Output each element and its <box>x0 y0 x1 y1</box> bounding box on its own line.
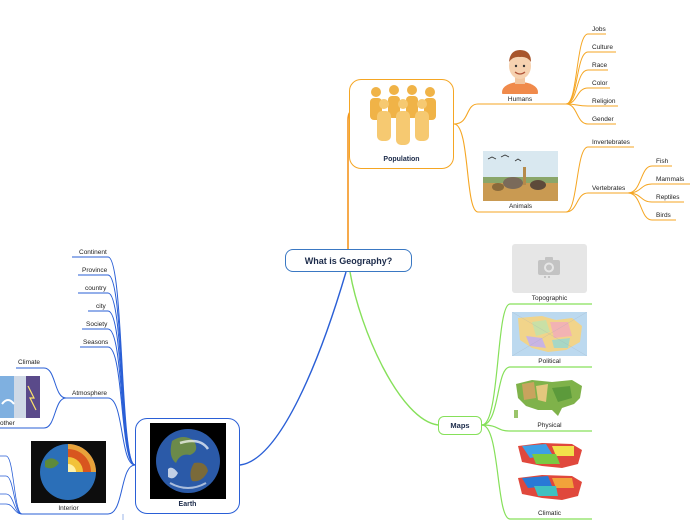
earth-label: Earth <box>178 501 197 508</box>
religion-label: Religion <box>592 98 616 105</box>
topographic-image-placeholder <box>512 244 587 293</box>
climatic-map-image <box>512 440 587 506</box>
vertebrates-label: Vertebrates <box>592 185 626 192</box>
camera-icon <box>538 257 560 275</box>
reptiles-label: Reptiles <box>656 194 680 201</box>
root-topic-label: What is Geography? <box>304 255 393 266</box>
physical-map-image <box>512 374 587 420</box>
mammals-label: Mammals <box>656 176 685 183</box>
maps-label: Maps <box>450 421 470 430</box>
political-map-image <box>512 312 587 356</box>
population-node[interactable]: Population <box>349 79 454 169</box>
invertebrates-label: Invertebrates <box>592 139 630 146</box>
root-topic[interactable]: What is Geography? <box>285 249 412 272</box>
society-label: Society <box>86 321 108 328</box>
interior-label: Interior <box>58 505 79 512</box>
earth-interior-image <box>31 441 106 503</box>
boy-portrait-icon <box>502 50 538 94</box>
race-label: Race <box>592 62 608 69</box>
animals-label: Animals <box>508 203 533 210</box>
earth-node[interactable]: Earth <box>135 418 240 514</box>
city-label: city <box>96 303 106 310</box>
weather-image <box>0 376 40 418</box>
culture-label: Culture <box>592 44 613 51</box>
topographic-label: Topographic <box>531 295 568 302</box>
jobs-label: Jobs <box>592 26 606 33</box>
population-label: Population <box>383 156 420 163</box>
province-label: Province <box>82 267 108 274</box>
birds-label: Birds <box>656 212 671 219</box>
country-label: country <box>85 285 107 292</box>
gender-label: Gender <box>592 116 614 123</box>
fish-label: Fish <box>656 158 669 165</box>
animals-savanna-image <box>483 151 558 201</box>
color-label: Color <box>592 80 608 87</box>
seasons-label: Seasons <box>83 339 109 346</box>
atmosphere-label: Atmosphere <box>72 390 108 397</box>
physical-label: Physical <box>537 422 562 429</box>
climate-label: Climate <box>18 359 41 366</box>
humans-label: Humans <box>507 96 533 103</box>
weather-label: other <box>0 420 15 427</box>
continent-label: Continent <box>79 249 107 256</box>
maps-node[interactable]: Maps <box>438 416 482 435</box>
people-group-icon <box>370 85 436 145</box>
political-label: Political <box>538 358 561 365</box>
earth-globe-icon <box>150 423 226 499</box>
climatic-label: Climatic <box>537 510 562 517</box>
